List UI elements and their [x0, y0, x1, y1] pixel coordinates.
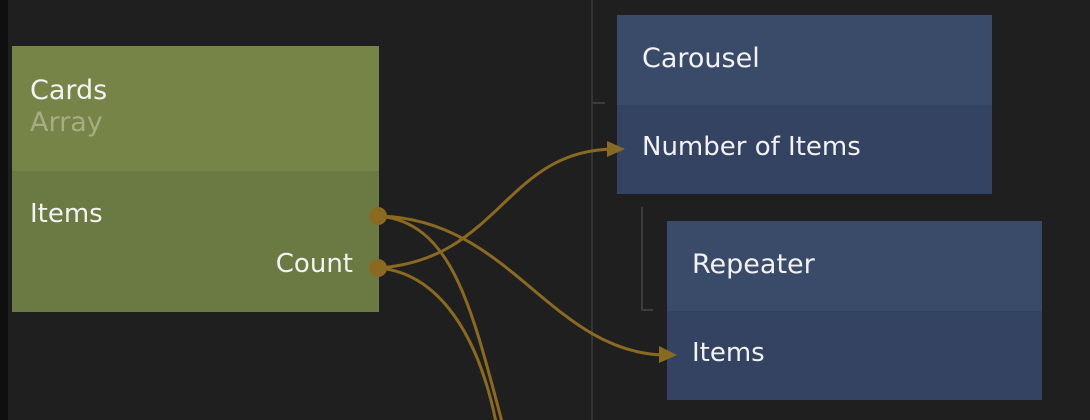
cards-node-title: Cards — [30, 75, 108, 106]
carousel-node[interactable]: Carousel Number of Items — [617, 15, 992, 194]
hierarchy-bracket — [641, 207, 653, 311]
repeater-node-header[interactable]: Repeater — [667, 221, 1042, 311]
cards-node-header[interactable]: Cards Array — [12, 46, 379, 171]
canvas-divider — [591, 0, 593, 420]
carousel-port-number-of-items[interactable]: Number of Items — [642, 132, 861, 162]
repeater-port-items[interactable]: Items — [692, 338, 765, 368]
connection-items-offscreen[interactable] — [377, 214, 504, 420]
cards-node[interactable]: Cards Array Items Count — [12, 46, 379, 312]
repeater-node[interactable]: Repeater Items — [667, 221, 1042, 400]
carousel-node-header[interactable]: Carousel — [617, 15, 992, 105]
canvas-left-edge — [0, 0, 8, 420]
cards-port-items[interactable]: Items — [30, 199, 103, 229]
carousel-node-title: Carousel — [642, 43, 760, 74]
connection-count-offscreen[interactable] — [377, 266, 498, 420]
cards-node-type: Array — [30, 107, 103, 138]
connection-items-to-repeater-items[interactable] — [377, 214, 665, 357]
hierarchy-bracket — [593, 102, 605, 104]
connection-count-to-number-of-items[interactable] — [377, 147, 615, 270]
cards-port-count[interactable]: Count — [275, 249, 353, 279]
repeater-node-title: Repeater — [692, 249, 815, 280]
